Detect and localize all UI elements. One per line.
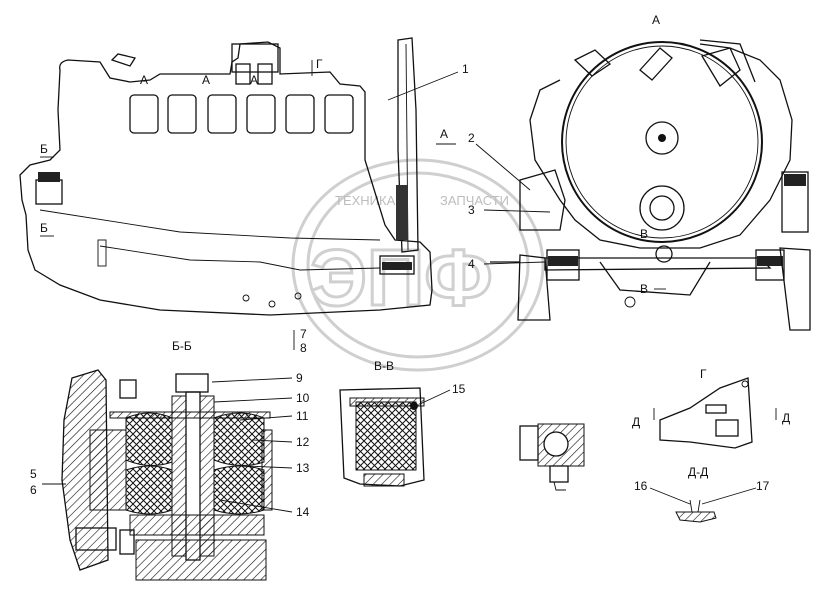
view-A-label-3: А: [250, 73, 258, 87]
callout-17: 17: [756, 479, 770, 493]
watermark: ТЕХНИКА ЗАПЧАСТИ ЭПФ: [291, 158, 545, 372]
view-A-label-front: А: [652, 13, 660, 27]
callout-9: 9: [296, 371, 303, 385]
callout-5: 5: [30, 467, 37, 481]
section-BB-title: Б-Б: [172, 339, 192, 353]
callout-7: 7: [300, 327, 307, 341]
view-D-label-left: Д: [632, 415, 640, 429]
engine-front-view: [490, 39, 811, 331]
section-VV: В-В 15: [339, 359, 466, 487]
view-V-label-1: В: [640, 227, 648, 241]
callout-14: 14: [296, 505, 310, 519]
callout-3: 3: [468, 203, 475, 217]
view-A-label-2: А: [202, 73, 210, 87]
section-BB: Б-Б 7 8 9 10 11 12 13: [30, 327, 310, 581]
section-DD-title: Д-Д: [688, 465, 708, 479]
detail-bracket: [519, 423, 585, 491]
callout-11: 11: [296, 409, 309, 423]
callout-10: 10: [296, 391, 310, 405]
view-markers-front: А В В: [640, 13, 666, 296]
callout-4: 4: [468, 257, 475, 271]
callout-12: 12: [296, 435, 310, 449]
watermark-text-1: ТЕХНИКА: [335, 193, 396, 208]
view-A-label-arrow: А: [440, 127, 448, 141]
section-DD: Д-Д 16 17: [634, 465, 770, 523]
view-B-label-top: Б: [40, 142, 48, 156]
callout-6: 6: [30, 483, 37, 497]
view-A-label-1: А: [140, 73, 148, 87]
callout-8: 8: [300, 341, 307, 355]
view-B-label-bottom: Б: [40, 221, 48, 235]
engine-side-view: [19, 37, 433, 316]
watermark-text-2: ЗАПЧАСТИ: [440, 193, 509, 208]
callout-13: 13: [296, 461, 310, 475]
view-D-label-right: Д: [782, 411, 790, 425]
view-G-label: Г: [700, 367, 707, 381]
callout-15: 15: [452, 382, 466, 396]
view-markers-side: А А А Г А Б Б: [40, 57, 456, 237]
callout-16: 16: [634, 479, 648, 493]
callout-1: 1: [462, 62, 469, 76]
view-G-label-top: Г: [316, 57, 323, 71]
view-G-detail: Г Д Д: [632, 367, 790, 449]
view-V-label-2: В: [640, 282, 648, 296]
callout-2: 2: [468, 131, 475, 145]
section-VV-title: В-В: [374, 359, 394, 373]
callouts-top: 1 2 3 4: [387, 62, 551, 271]
